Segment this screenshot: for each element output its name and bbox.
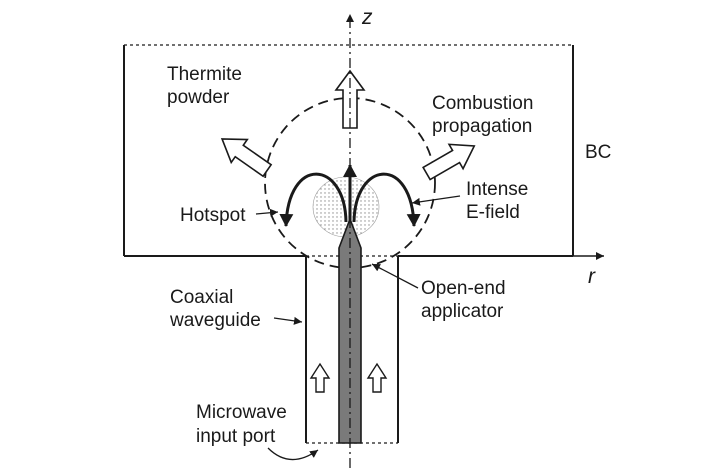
intense-label-line2: E-field bbox=[466, 202, 520, 223]
microwave-label-line1: Microwave bbox=[196, 402, 287, 423]
hotspot-leader bbox=[255, 208, 279, 217]
combustion-label-line1: Combustion bbox=[432, 93, 533, 114]
coaxial-label-line2: waveguide bbox=[169, 310, 261, 331]
center-conductor bbox=[338, 216, 362, 444]
combustion-arrow-left bbox=[220, 138, 273, 178]
microwave-leader bbox=[267, 447, 319, 461]
chamber-boundary bbox=[123, 44, 574, 257]
powder-label: powder bbox=[167, 87, 230, 108]
coaxial-waveguide bbox=[305, 255, 399, 444]
coaxial-leader bbox=[273, 316, 303, 325]
bc-label: BC bbox=[585, 142, 611, 163]
combustion-arrow-right bbox=[422, 143, 476, 181]
coaxial-label-line1: Coaxial bbox=[170, 287, 233, 308]
thermite-label: Thermite bbox=[167, 64, 242, 85]
open-end-label-line2: applicator bbox=[421, 301, 504, 322]
intense-field-leader bbox=[411, 195, 461, 206]
input-arrow-left bbox=[309, 362, 331, 393]
combustion-label-line2: propagation bbox=[432, 116, 532, 137]
e-field-arrow-right bbox=[352, 172, 421, 227]
input-arrow-right bbox=[366, 362, 388, 393]
open-end-leader bbox=[371, 263, 419, 289]
leader-lines bbox=[255, 195, 461, 461]
e-field-arrow-left bbox=[279, 172, 348, 227]
z-axis-label: z bbox=[361, 6, 373, 29]
r-axis-label: r bbox=[588, 265, 596, 288]
hotspot-label: Hotspot bbox=[180, 205, 246, 226]
open-end-label-line1: Open-end bbox=[421, 278, 506, 299]
microwave-label-line2: input port bbox=[196, 426, 276, 447]
intense-label-line1: Intense bbox=[466, 179, 528, 200]
